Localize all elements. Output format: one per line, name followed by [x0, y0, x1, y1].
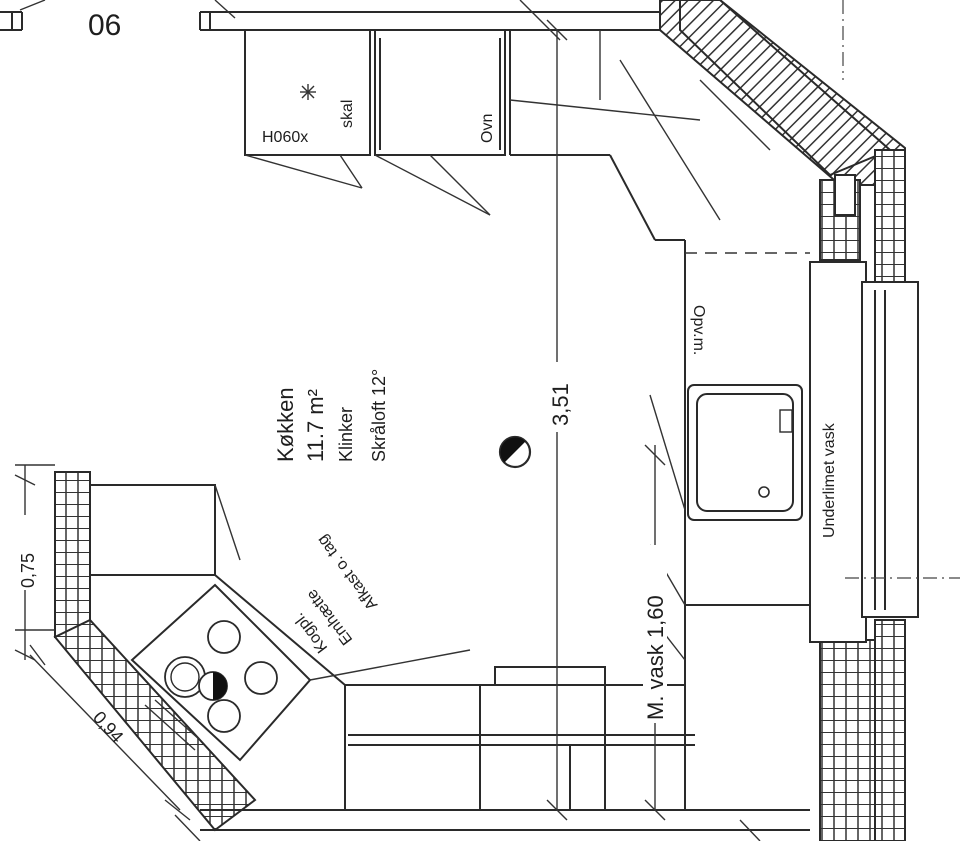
bottom-cabinets [174, 666, 810, 841]
room-info: Køkken 11.7 m² Klinker Skråloft 12° [273, 369, 389, 462]
fridge-symbol-icon [300, 84, 316, 100]
room-ceiling: Skråloft 12° [369, 369, 389, 462]
oven-label: Ovn [479, 114, 496, 143]
hob-corner [53, 471, 685, 832]
window [809, 0, 960, 643]
dimension-hob-diagonal [29, 644, 191, 821]
sink [687, 384, 803, 521]
diagonal-wall-right [659, 0, 906, 186]
hob-notes: Kogpl. Emhætte Afkast o. tag [290, 532, 381, 656]
sink-label: Underlimet vask [821, 422, 838, 538]
room-area: 11.7 m² [303, 389, 328, 462]
dishwasher-label: Opv.m. [690, 305, 707, 355]
room-length-label: 3,51 [548, 383, 573, 426]
room-number: 06 [88, 9, 121, 42]
fridge-label: H060x [262, 129, 308, 146]
right-wall [819, 149, 906, 841]
room-floor: Klinker [336, 407, 356, 462]
sink-run-label: M. vask 1,60 [643, 595, 668, 720]
top-cabinets [214, 0, 771, 241]
room-name: Køkken [273, 387, 298, 462]
right-counter [655, 239, 810, 685]
hob-depth-label: 0,75 [18, 553, 38, 588]
fridge-suffix-label: skal [339, 100, 356, 128]
light-fixture-icon [498, 435, 532, 469]
